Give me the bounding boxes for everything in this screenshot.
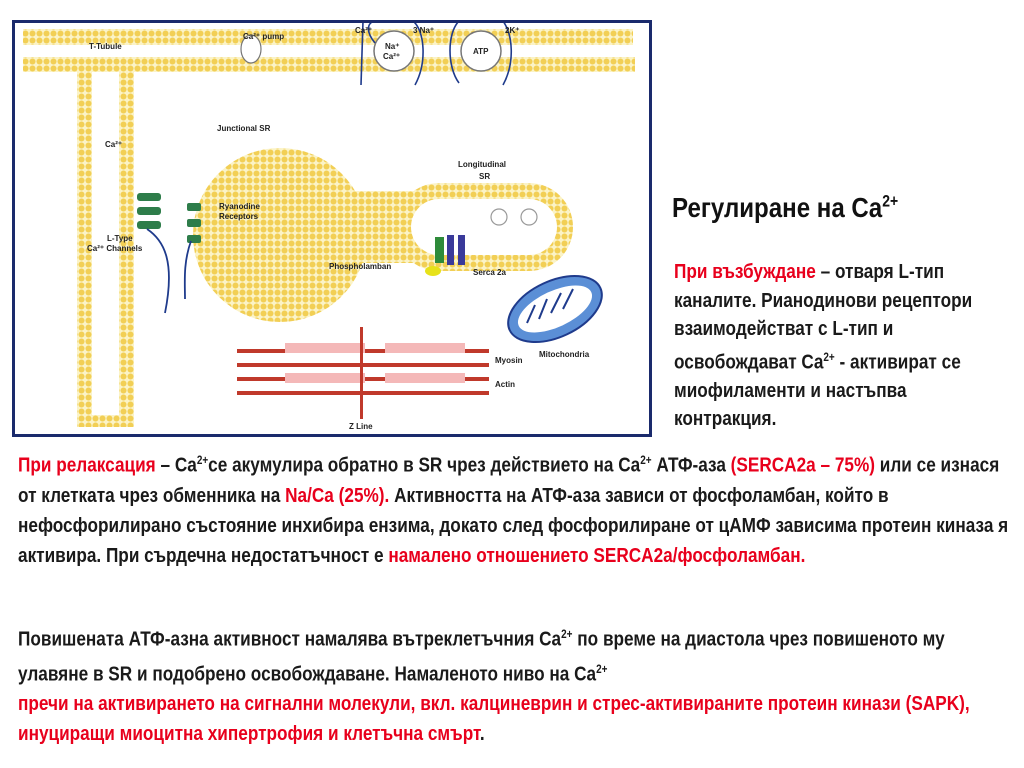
label-myosin: Myosin <box>495 356 523 365</box>
label-t-tubule: T-Tubule <box>89 42 122 51</box>
label-ryanodine-2: Receptors <box>219 212 259 221</box>
label-ca-left: Ca²⁺ <box>105 140 122 149</box>
atpase-activity-paragraph: Повишената АТФ-азна активност намалява в… <box>18 628 970 746</box>
label-ca-pump: Ca²⁺ pump <box>243 32 284 41</box>
l-type-channels <box>137 193 170 314</box>
label-atp: ATP <box>473 47 489 56</box>
label-actin: Actin <box>495 380 515 389</box>
slide-title: Регулиране на Ca2+ <box>672 192 899 223</box>
label-ryanodine-1: Ryanodine <box>219 202 260 211</box>
excitation-paragraph: При възбуждане – отваря L-тип каналите. … <box>674 261 973 431</box>
label-longitudinal-sr-1: Longitudinal <box>458 160 506 169</box>
junctional-sr <box>193 148 430 322</box>
relaxation-paragraph: При релаксация – Ca2+се акумулира обратн… <box>18 454 1009 567</box>
label-phospholamban: Phospholamban <box>329 262 391 271</box>
label-mitochondria: Mitochondria <box>539 350 590 359</box>
excitation-heading: При възбуждане <box>674 261 816 283</box>
label-zline: Z Line <box>349 422 373 431</box>
label-ltype-2: Ca²⁺ Channels <box>87 244 143 253</box>
label-ltype-1: L-Type <box>107 234 133 243</box>
label-2k: 2K⁺ <box>505 26 519 35</box>
label-junctional-sr: Junctional SR <box>217 124 271 133</box>
label-ca-top: Ca²⁺ <box>355 26 372 35</box>
label-serca: Serca 2a <box>473 268 506 277</box>
relaxation-heading: При релаксация <box>18 454 156 477</box>
longitudinal-sr <box>395 183 573 271</box>
serca-phospholamban <box>425 235 465 276</box>
mitochondria <box>507 274 603 344</box>
label-exchanger-na: Na⁺ <box>385 42 399 51</box>
label-exchanger-ca: Ca²⁺ <box>383 52 400 61</box>
ryanodine-receptors <box>183 203 201 300</box>
membrane-transporters <box>240 23 513 86</box>
label-3na: 3 Na⁺ <box>413 26 434 35</box>
diagram-svg: T-Tubule Ca²⁺ pump Ca²⁺ 3 Na⁺ 2K⁺ Na⁺ Ca… <box>23 23 635 431</box>
label-longitudinal-sr-2: SR <box>479 172 490 181</box>
cardiomyocyte-calcium-diagram: T-Tubule Ca²⁺ pump Ca²⁺ 3 Na⁺ 2K⁺ Na⁺ Ca… <box>12 20 652 437</box>
myofilaments <box>237 327 489 419</box>
